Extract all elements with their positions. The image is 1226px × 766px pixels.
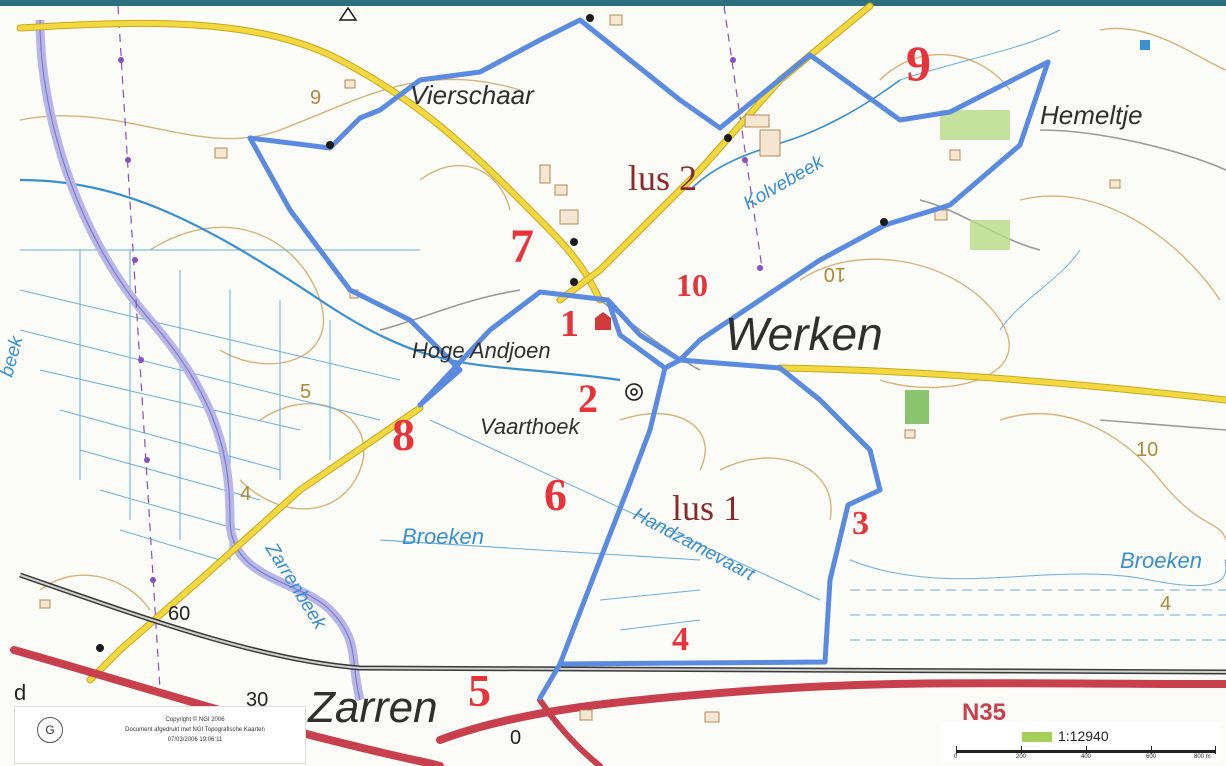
copyright-box: G Copyright © NGI 2006 Document afgedruk… [14, 706, 306, 764]
scale-tick [1021, 746, 1022, 754]
triangulation-point-icon [338, 6, 358, 21]
scale-tick [956, 746, 957, 754]
railway [19, 572, 1226, 675]
water-label-broeken-west: Broeken [402, 524, 484, 549]
place-label-hemeltje: Hemeltje [1040, 100, 1143, 130]
waypoint-3[interactable]: 3 [852, 505, 869, 542]
scale-tick [1086, 746, 1087, 754]
top-border [0, 0, 1226, 6]
place-label-werken: Werken [725, 308, 883, 360]
scale-tick [1215, 746, 1216, 754]
church-symbol [625, 383, 643, 401]
waypoint-4[interactable]: 4 [672, 621, 689, 658]
power-lines [117, 5, 763, 691]
copyright-text: Copyright © NGI 2006 Document afgedrukt … [95, 715, 295, 745]
waypoint-9[interactable]: 9 [906, 35, 931, 91]
place-label-vierschaar: Vierschaar [410, 80, 535, 110]
waypoint-8[interactable]: 8 [392, 409, 415, 460]
waypoint-2[interactable]: 2 [578, 376, 598, 421]
loop-label-lus-2: lus 2 [628, 158, 697, 198]
waypoint-5[interactable]: 5 [468, 665, 491, 716]
contour-label-9: 9 [310, 87, 321, 109]
place-label-vaarthoek: Vaarthoek [480, 414, 580, 439]
water-label-broeken-east: Broeken [1120, 548, 1202, 573]
contour-label-10-b: 10 [1136, 439, 1158, 461]
scale-tick-label: 800 m [1194, 754, 1211, 760]
power-line-pylons [118, 57, 763, 583]
scale-tick-label: 0 [954, 754, 958, 760]
chapel-markers [96, 14, 888, 652]
building-icon [595, 312, 611, 330]
green-areas [905, 40, 1150, 424]
waypoint-6[interactable]: 6 [544, 469, 567, 520]
contour-label-10-a: 10 [824, 263, 846, 285]
loop-label-lus-1: lus 1 [672, 488, 741, 528]
hiking-route[interactable] [247, 17, 1051, 701]
elevation-label-60: 60 [168, 603, 190, 625]
legend-swatch [1022, 732, 1052, 742]
scale-tick-label: 200 [1016, 754, 1027, 760]
waypoint-1[interactable]: 1 [560, 303, 579, 345]
road-label-n35: N35 [962, 699, 1006, 726]
scale-tick [1151, 746, 1152, 754]
copyright-line-3: 07/03/2006 19:06:11 [167, 737, 223, 743]
scale-tick-label: 600 [1146, 754, 1157, 760]
contour-label-4-a: 4 [240, 483, 251, 505]
elevation-label-30: 30 [246, 689, 268, 711]
waypoint-10[interactable]: 10 [676, 267, 708, 303]
ngi-logo: G [37, 717, 63, 743]
elevation-label-0: 0 [510, 727, 521, 749]
contour-label-5: 5 [300, 381, 311, 403]
copyright-line-2: Document afgedrukt met NGI Topografische… [125, 727, 265, 733]
zarrenbeek-centerline [39, 19, 361, 701]
contour-label-4-b: 4 [1160, 593, 1171, 615]
road-label-d: d [14, 680, 26, 705]
copyright-line-1: Copyright © NGI 2006 [165, 717, 225, 723]
waypoint-7[interactable]: 7 [510, 220, 534, 273]
scale-ratio: 1:12940 [1058, 728, 1109, 744]
scale-tick-label: 400 [1081, 754, 1092, 760]
buildings [39, 14, 1121, 723]
scale-bar: 1:12940 0 200 400 600 800 m [942, 722, 1220, 762]
place-label-hoge-andjoen: Hoge Andjoen [412, 338, 551, 363]
place-label-zarren: Zarren [307, 683, 438, 732]
